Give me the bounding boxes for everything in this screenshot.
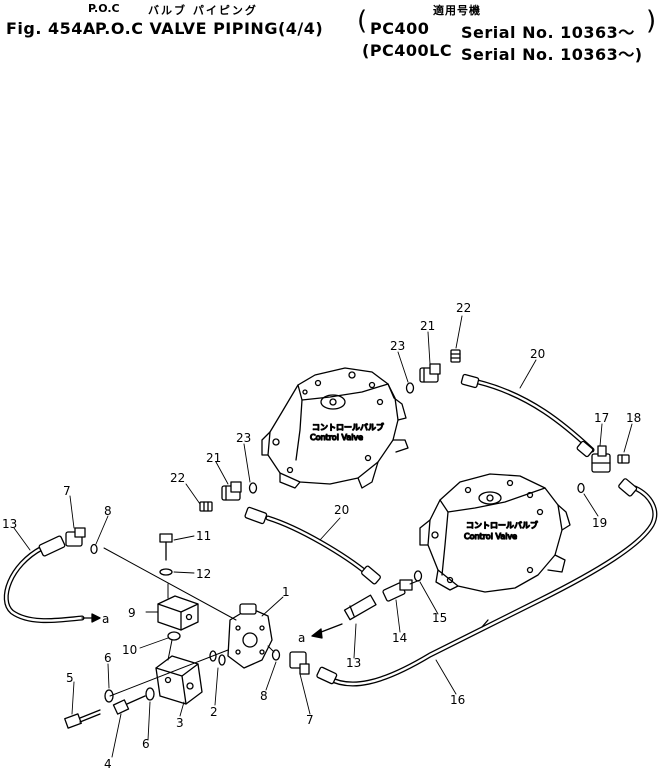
connection-letter-left: a — [102, 612, 109, 626]
plug-22-lower — [199, 501, 213, 512]
o-ring-23-upper — [405, 382, 415, 394]
elbow-7-lower — [289, 651, 310, 675]
tee-17 — [591, 445, 611, 473]
valve-label-en-upper: Control Valve — [310, 433, 363, 442]
arrow-a-left — [91, 613, 101, 623]
paren-close: ) — [646, 6, 657, 36]
model-serial: Serial No. 10363～ — [461, 23, 635, 42]
callout-16: 16 — [450, 693, 465, 707]
callout-13-left: 13 — [2, 517, 17, 531]
callout-23-lower: 23 — [236, 431, 251, 445]
title-jp-poc: P.O.C — [88, 2, 120, 15]
callout-8-left: 8 — [104, 504, 112, 518]
model-serial-lc: Serial No. 10363～) — [461, 45, 643, 64]
valve-label-jp-lower: コントロールバルブ — [466, 520, 538, 530]
block-9 — [157, 595, 199, 631]
washer-6-upper — [104, 689, 114, 703]
o-ring-23-lower — [248, 482, 258, 494]
o-ring-8-left — [90, 543, 98, 555]
callout-3: 3 — [176, 716, 184, 730]
callout-14: 14 — [392, 631, 407, 645]
callout-7-lower: 7 — [306, 713, 314, 727]
callout-10: 10 — [122, 643, 137, 657]
applicable-models-jp: 適用号機 — [433, 4, 481, 17]
callout-17: 17 — [594, 411, 609, 425]
o-ring-19 — [577, 482, 585, 494]
arrow-a-middle — [311, 628, 323, 639]
callout-6-lower: 6 — [142, 737, 150, 751]
callout-22-upper: 22 — [456, 301, 471, 315]
model-name-lc: (PC400LC — [362, 41, 453, 60]
hose-20-lower — [244, 506, 381, 585]
elbow-7-left — [65, 527, 86, 547]
elbow-21-lower — [221, 481, 242, 501]
fig-label: Fig. 454A — [6, 19, 96, 38]
washer-6-lower — [145, 687, 155, 701]
connection-letter-middle: a — [298, 631, 305, 645]
callout-13-middle: 13 — [346, 656, 361, 670]
callout-22-lower: 22 — [170, 471, 185, 485]
hose-13-left — [3, 535, 85, 624]
callout-9: 9 — [128, 606, 136, 620]
paren-open: ( — [357, 6, 368, 36]
callout-15: 15 — [432, 611, 447, 625]
callout-1: 1 — [282, 585, 290, 599]
o-ring-10 — [167, 631, 181, 641]
bolt-11 — [159, 533, 173, 561]
o-ring-8-lower — [271, 649, 281, 661]
o-rings-2 — [209, 650, 226, 666]
title-jp: バルブ パイピング — [148, 4, 258, 17]
hose-16 — [316, 478, 658, 687]
elbow-21-upper — [419, 363, 441, 383]
valve-label-en-lower: Control Valve — [464, 532, 517, 541]
callout-2: 2 — [210, 705, 218, 719]
hose-20-upper — [460, 373, 595, 458]
callout-18: 18 — [626, 411, 641, 425]
plug-18 — [617, 454, 630, 464]
valve-label-jp-upper: コントロールバルブ — [312, 422, 384, 432]
callout-23-upper: 23 — [390, 339, 405, 353]
callout-7-left: 7 — [63, 484, 71, 498]
callout-21-lower: 21 — [206, 451, 221, 465]
callout-21-upper: 21 — [420, 319, 435, 333]
control-valve-upper — [261, 367, 409, 489]
bolt-5 — [64, 709, 101, 729]
title-en: P.O.C VALVE PIPING(4/4) — [95, 19, 324, 38]
fitting-14 — [382, 579, 413, 602]
o-ring-15 — [413, 570, 423, 582]
callout-20-lower: 20 — [334, 503, 349, 517]
tube-13-middle — [343, 594, 377, 621]
bolt-4 — [112, 695, 146, 715]
poc-valve-1 — [227, 603, 273, 669]
plug-22-upper — [450, 349, 461, 363]
model-name: PC400 — [370, 19, 430, 38]
callout-12: 12 — [196, 567, 211, 581]
callout-5: 5 — [66, 671, 74, 685]
callout-6-upper: 6 — [104, 651, 112, 665]
washer-12 — [159, 568, 173, 576]
control-valve-lower — [419, 473, 571, 593]
callout-20-upper: 20 — [530, 347, 545, 361]
block-3 — [155, 655, 203, 705]
callout-4: 4 — [104, 757, 112, 769]
callout-11: 11 — [196, 529, 211, 543]
callout-19: 19 — [592, 516, 607, 530]
callout-8-lower: 8 — [260, 689, 268, 703]
